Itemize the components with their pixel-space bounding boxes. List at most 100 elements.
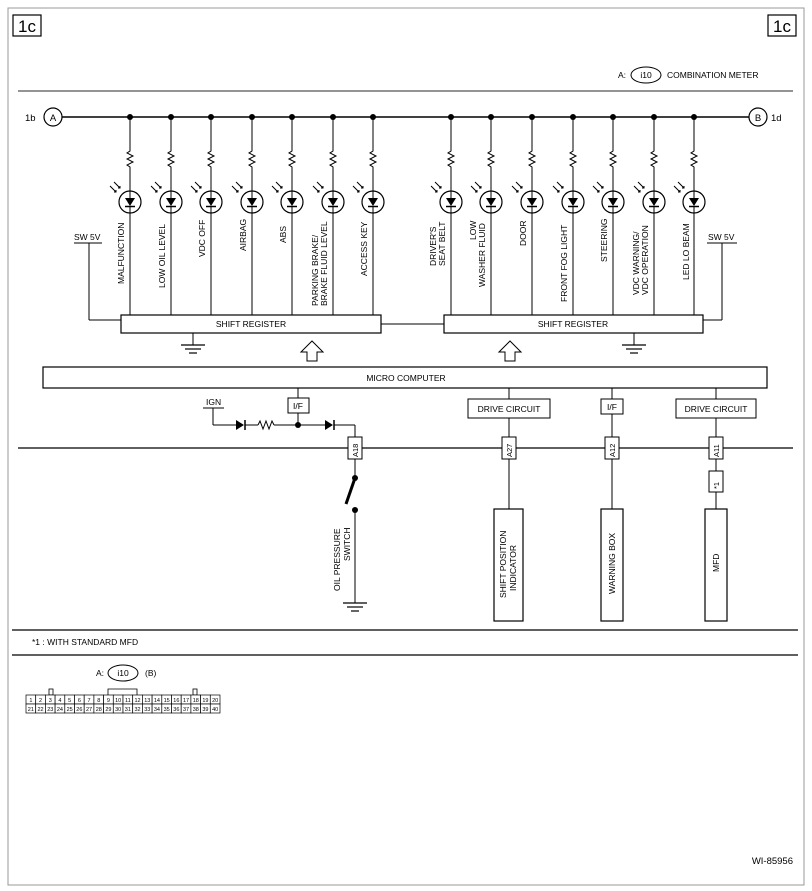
- connector-pin-number: 6: [78, 698, 81, 704]
- led-icon: [312, 181, 345, 214]
- connector-pin-number: 15: [164, 698, 170, 704]
- lamp-parking-brake: [312, 114, 345, 315]
- ign-label: IGN: [206, 397, 221, 407]
- legend-name: COMBINATION METER: [667, 70, 758, 80]
- oil-switch-label-1: OIL PRESSURE: [332, 528, 342, 591]
- connector-pin-number: 21: [28, 707, 34, 713]
- label-vdc-warning: VDC WARNING/: [631, 231, 641, 295]
- arrow-up-icon: [300, 340, 324, 362]
- label-washer-fluid: WASHER FLUID: [477, 223, 487, 287]
- connector-pin-number: 1: [29, 698, 32, 704]
- pin-a12-label: A12: [608, 444, 617, 457]
- connector-pin-number: 35: [164, 707, 170, 713]
- lamp-abs: [271, 114, 304, 315]
- lamp-led-lo-beam: [673, 114, 706, 315]
- led-icon: [633, 181, 666, 214]
- lamp-airbag: [231, 114, 264, 315]
- connector-prefix: A:: [96, 668, 104, 678]
- micro-computer-label: MICRO COMPUTER: [366, 373, 445, 383]
- lamp-vdc-off: [190, 114, 223, 315]
- connector-key: [192, 688, 198, 696]
- connector-pin-number: 27: [86, 707, 92, 713]
- led-icon: [430, 181, 463, 214]
- connector-pin-number: 26: [76, 707, 82, 713]
- connector-oval: [107, 664, 139, 682]
- resistor-icon: [257, 419, 275, 431]
- connector-id: i10: [117, 668, 129, 678]
- shift-position-label-1: SHIFT POSITION: [498, 531, 508, 598]
- legend-prefix: A:: [618, 70, 626, 80]
- connector-pin-number: 13: [144, 698, 150, 704]
- label-malfunction: MALFUNCTION: [116, 223, 126, 284]
- lamp-front-fog: [552, 114, 585, 315]
- connector-pin-number: 20: [212, 698, 218, 704]
- ground-icon: [180, 344, 206, 354]
- drive-circuit-1-label: DRIVE CIRCUIT: [478, 404, 541, 414]
- connector-pin-cell: [209, 703, 221, 714]
- connector-pin-number: 17: [183, 698, 189, 704]
- micro-computer: [42, 366, 768, 389]
- connector-pin-number: 10: [115, 698, 121, 704]
- star-marker-label: *1: [712, 482, 721, 489]
- connector-pin-number: 19: [202, 698, 208, 704]
- oil-switch-label-2: SWITCH: [342, 527, 352, 561]
- shift-position-label-2: INDICATOR: [508, 545, 518, 591]
- label-door: DOOR: [518, 221, 528, 247]
- connector-pin-number: 22: [37, 707, 43, 713]
- led-icon: [511, 181, 544, 214]
- legend-connector-oval: [630, 66, 662, 84]
- connector-pin-number: 16: [173, 698, 179, 704]
- connector-pin-number: 4: [58, 698, 61, 704]
- drive-circuit-2-label: DRIVE CIRCUIT: [685, 404, 748, 414]
- if-mid-label: I/F: [607, 402, 617, 412]
- footnote: *1 : WITH STANDARD MFD: [32, 637, 138, 647]
- figure-id: WI-85956: [752, 856, 793, 867]
- connector-pin-number: 25: [67, 707, 73, 713]
- page-marker-right: 1c: [773, 17, 791, 36]
- label-vdc-operation: VDC OPERATION: [640, 225, 650, 295]
- pin-a11-label: A11: [712, 444, 721, 457]
- label-airbag: AIRBAG: [238, 219, 248, 251]
- label-vdc-off: VDC OFF: [197, 220, 207, 257]
- lamp-malfunction: [109, 114, 142, 315]
- connector-pin-number: 30: [115, 707, 121, 713]
- connector-latch: [107, 688, 138, 695]
- connector-pin-number: 36: [173, 707, 179, 713]
- label-brake-fluid: BRAKE FLUID LEVEL: [319, 221, 329, 306]
- connector-pin-number: 7: [88, 698, 91, 704]
- lamp-drivers-seat-belt: [430, 114, 463, 315]
- connector-pin-number: 2: [39, 698, 42, 704]
- connector-pin-number: 5: [68, 698, 71, 704]
- connector-pin-number: 12: [134, 698, 140, 704]
- label-abs: ABS: [278, 226, 288, 243]
- legend-connector: i10: [640, 70, 652, 80]
- connector-pin-number: 28: [96, 707, 102, 713]
- diode-icon: [236, 420, 244, 430]
- label-parking-brake: PARKING BRAKE/: [310, 234, 320, 306]
- led-icon: [592, 181, 625, 214]
- lamp-access-key: [352, 114, 385, 315]
- sw-5v-left: SW 5V: [74, 232, 101, 242]
- connector-pin-number: 3: [49, 698, 52, 704]
- connector-pin-number: 40: [212, 707, 218, 713]
- label-drivers: DRIVER'S: [428, 226, 438, 266]
- switch-icon: [344, 477, 357, 505]
- label-seat-belt: SEAT BELT: [437, 222, 447, 266]
- connector-pin-number: 39: [202, 707, 208, 713]
- connector-pin-number: 29: [105, 707, 111, 713]
- led-icon: [150, 181, 183, 214]
- connection-prev: 1b: [25, 113, 36, 124]
- connector-key: [48, 688, 54, 696]
- connector-suffix: (B): [145, 668, 157, 678]
- connector-pin-number: 9: [107, 698, 110, 704]
- connector-pin-number: 24: [57, 707, 63, 713]
- label-low: LOW: [468, 221, 478, 240]
- led-icon: [231, 181, 264, 214]
- connector-pin-number: 11: [125, 698, 131, 704]
- bus-node-a: A: [50, 113, 57, 124]
- connector-pin-number: 32: [134, 707, 140, 713]
- connector-pin-number: 33: [144, 707, 150, 713]
- if-left-label: I/F: [293, 401, 303, 411]
- lamp-steering: [592, 114, 625, 315]
- lamp-group-right: [430, 114, 706, 315]
